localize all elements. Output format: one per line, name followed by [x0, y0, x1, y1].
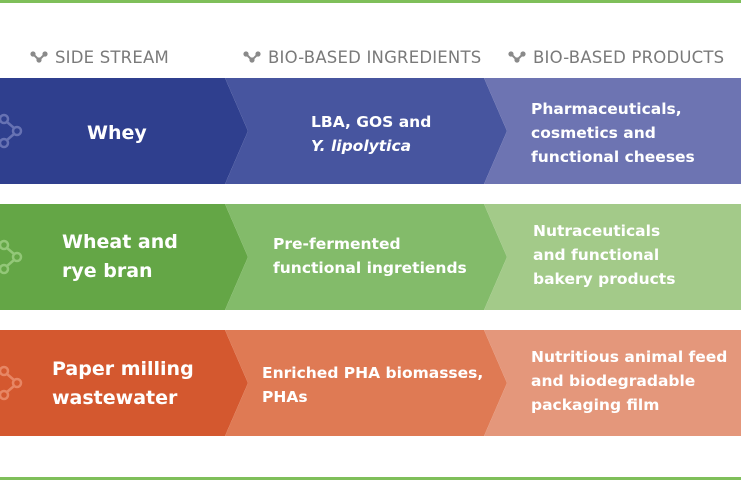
row-3-side-stream-chevron — [0, 330, 248, 436]
row-1-side-stream: Whey — [87, 119, 147, 148]
row-1-ingredients-chevron — [225, 78, 507, 184]
text-line: cosmetics and — [531, 124, 656, 142]
text-line: Wheat and — [62, 231, 178, 253]
text-line: packaging film — [531, 396, 660, 414]
row-2-side-stream: Wheat and rye bran — [62, 228, 178, 286]
text-line: functional cheeses — [531, 148, 695, 166]
row-3-products-chevron — [484, 330, 741, 436]
text-line: Nutritious animal feed — [531, 348, 728, 366]
header-products-label: BIO-BASED PRODUCTS — [533, 47, 725, 67]
header-side-stream: SIDE STREAM — [30, 46, 169, 68]
text-line: Enriched PHA biomasses, — [262, 364, 484, 382]
text-line: functional ingretiends — [273, 259, 467, 277]
row-1-products-chevron — [484, 78, 741, 184]
molecule-icon — [0, 113, 23, 149]
text-line: and biodegradable — [531, 372, 696, 390]
text-line: Y. lipolytica — [311, 137, 412, 155]
text-line: Pre-fermented — [273, 235, 401, 253]
text-line: rye bran — [62, 260, 153, 282]
molecule-icon — [508, 51, 526, 63]
row-whey — [0, 78, 741, 184]
text-line: Pharmaceuticals, — [531, 100, 682, 118]
top-rule — [0, 0, 741, 3]
molecule-icon — [0, 365, 23, 401]
header-side-stream-label: SIDE STREAM — [55, 47, 169, 67]
row-2-ingredients: Pre-fermented functional ingretiends — [273, 232, 467, 280]
row-wheat-rye-bran — [0, 204, 741, 310]
row-paper-milling — [0, 330, 741, 436]
molecule-icon — [30, 51, 48, 63]
row-2-side-stream-chevron — [0, 204, 248, 310]
text-line: and functional — [533, 246, 660, 264]
header-products: BIO-BASED PRODUCTS — [508, 46, 724, 68]
molecule-icon — [0, 239, 23, 275]
row-3-ingredients: Enriched PHA biomasses, PHAs — [262, 361, 483, 409]
text-line: LBA, GOS and — [311, 113, 432, 131]
text-line: Nutraceuticals — [533, 222, 661, 240]
row-1-ingredients: LBA, GOS and Y. lipolytica — [311, 110, 431, 158]
molecule-icon — [243, 51, 261, 63]
header-ingredients: BIO-BASED INGREDIENTS — [243, 46, 481, 68]
row-3-ingredients-chevron — [225, 330, 507, 436]
row-1-products: Pharmaceuticals, cosmetics and functiona… — [531, 97, 695, 169]
text-line: PHAs — [262, 388, 308, 406]
row-3-products: Nutritious animal feed and biodegradable… — [531, 345, 727, 417]
row-1-side-stream-chevron — [0, 78, 248, 184]
row-2-products-chevron — [484, 204, 741, 310]
row-2-products: Nutraceuticals and functional bakery pro… — [533, 219, 675, 291]
text-line: wastewater — [52, 387, 178, 409]
text-line: Paper milling — [52, 358, 194, 380]
row-2-ingredients-chevron — [225, 204, 507, 310]
text-line: bakery products — [533, 270, 676, 288]
header-ingredients-label: BIO-BASED INGREDIENTS — [268, 47, 482, 67]
row-3-side-stream: Paper milling wastewater — [52, 355, 194, 413]
bottom-rule — [0, 477, 741, 480]
text-line: Whey — [87, 122, 147, 144]
